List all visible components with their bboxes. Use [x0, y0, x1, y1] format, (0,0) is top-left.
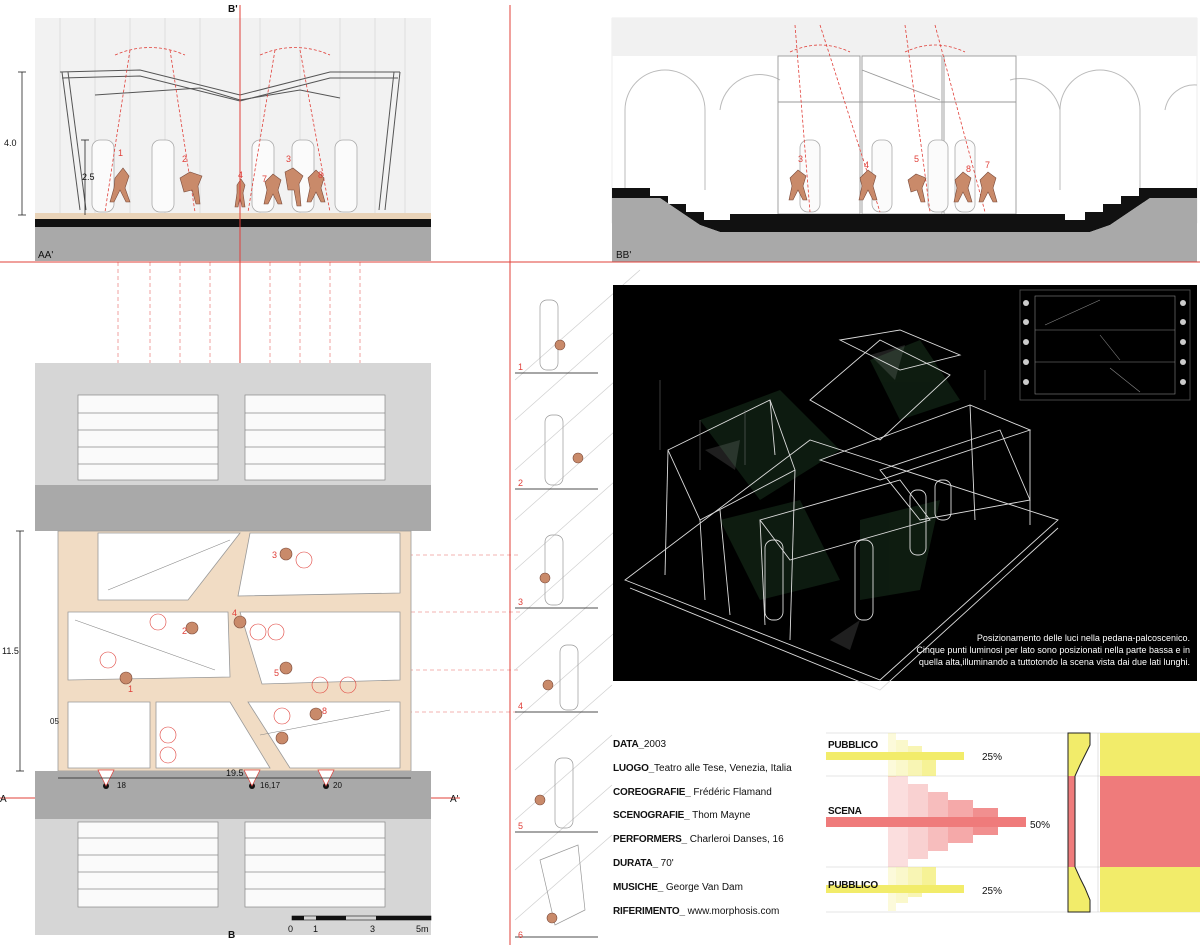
section-aa-label: AA' — [38, 250, 53, 261]
info-value: George Van Dam — [663, 881, 743, 893]
info-value: www.morphosis.com — [684, 905, 780, 917]
pubblico-top-pct: 25% — [982, 752, 1002, 763]
plan-performer-2: 2 — [182, 626, 187, 636]
scale-5m: 5m — [416, 924, 429, 934]
seq-4: 4 — [518, 701, 523, 711]
scale-0: 0 — [288, 924, 293, 934]
info-value: Thom Mayne — [689, 810, 751, 822]
dim-plan-19-5: 19.5 — [226, 768, 244, 778]
plan-performer-3: 3 — [272, 550, 277, 560]
light-label-20: 20 — [333, 781, 342, 790]
info-key: PERFORMERS_ — [613, 834, 687, 846]
bb-performer-4: 4 — [864, 160, 869, 170]
plan-performer-4: 4 — [232, 608, 237, 618]
caption-line-3: quella alta,illuminando a tuttotondo la … — [918, 657, 1190, 667]
info-row-musiche: MUSICHE_ George Van Dam — [613, 881, 813, 905]
section-aa — [18, 18, 431, 261]
distribution-diagram — [826, 732, 1200, 913]
aa-performer-1: 1 — [118, 148, 123, 158]
seq-1: 1 — [518, 362, 523, 372]
scale-1: 1 — [313, 924, 318, 934]
info-key: MUSICHE_ — [613, 881, 664, 893]
info-key: LUOGO_ — [613, 762, 655, 774]
aa-performer-3: 3 — [286, 154, 291, 164]
info-key: RIFERIMENTO_ — [613, 905, 685, 917]
pubblico-bottom-pct: 25% — [982, 886, 1002, 897]
dim-height-4: 4.0 — [4, 138, 17, 148]
info-value: Teatro alle Tese, Venezia, Italia — [654, 762, 792, 774]
info-value: 70' — [657, 857, 674, 869]
render-caption: Posizionamento delle luci nella pedana-p… — [905, 632, 1190, 668]
info-row-coreografie: COREOGRAFIE_ Frédéric Flamand — [613, 786, 813, 810]
light-label-18: 18 — [117, 781, 126, 790]
section-bb — [611, 17, 1198, 262]
info-row-performers: PERFORMERS_ Charleroi Danses, 16 — [613, 833, 813, 857]
section-b-top-marker: B' — [228, 4, 238, 15]
project-info: DATA_2003 LUOGO_Teatro alle Tese, Venezi… — [613, 738, 813, 928]
section-bb-label: BB' — [616, 250, 631, 261]
dim-code-05: 05 — [50, 717, 59, 726]
info-value: Charleroi Danses, 16 — [686, 834, 784, 846]
info-row-durata: DURATA_ 70' — [613, 857, 813, 881]
aa-performer-8: 8 — [318, 170, 323, 180]
pubblico-top-label: PUBBLICO — [828, 740, 878, 751]
info-row-scenografie: SCENOGRAFIE_ Thom Mayne — [613, 809, 813, 833]
scena-label: SCENA — [828, 806, 862, 817]
bb-performer-7: 7 — [985, 160, 990, 170]
info-value: Frédéric Flamand — [690, 786, 772, 798]
seq-6: 6 — [518, 930, 523, 940]
dim-height-2-5: 2.5 — [82, 172, 95, 182]
aa-performer-2: 2 — [182, 154, 187, 164]
section-b-bottom-marker: B — [228, 930, 235, 941]
plan-performer-1: 1 — [128, 684, 133, 694]
info-value: 2003 — [643, 739, 667, 750]
seq-3: 3 — [518, 597, 523, 607]
plan-performer-8: 8 — [322, 706, 327, 716]
scena-pct: 50% — [1030, 820, 1050, 831]
light-label-16-17: 16,17 — [260, 781, 281, 790]
scale-3: 3 — [370, 924, 375, 934]
aa-performer-7: 7 — [262, 174, 267, 184]
plan-view — [16, 363, 432, 935]
bb-performer-8: 8 — [966, 164, 971, 174]
info-row-luogo: LUOGO_Teatro alle Tese, Venezia, Italia — [613, 762, 813, 786]
section-a-right-marker: A' — [450, 794, 459, 805]
info-key: SCENOGRAFIE_ — [613, 810, 690, 822]
bb-performer-3: 3 — [798, 154, 803, 164]
pubblico-bottom-label: PUBBLICO — [828, 880, 878, 891]
caption-line-2: Cinque punti luminosi per lato sono posi… — [916, 645, 1190, 655]
caption-line-1: Posizionamento delle luci nella pedana-p… — [976, 633, 1190, 643]
bb-performer-5: 5 — [914, 154, 919, 164]
info-row-riferimento: RIFERIMENTO_ www.morphosis.com — [613, 905, 813, 929]
info-row-data: DATA_2003 — [613, 738, 813, 762]
plan-performer-5: 5 — [274, 668, 279, 678]
light-render-panel — [613, 285, 1197, 691]
info-key: DURATA_ — [613, 857, 658, 869]
seq-2: 2 — [518, 478, 523, 488]
seq-5: 5 — [518, 821, 523, 831]
info-key: DATA_ — [613, 739, 644, 750]
info-key: COREOGRAFIE_ — [613, 786, 691, 798]
aa-performer-4: 4 — [238, 170, 243, 180]
section-a-left-marker: A — [0, 794, 7, 805]
dim-plan-11-5: 11.5 — [2, 646, 19, 656]
